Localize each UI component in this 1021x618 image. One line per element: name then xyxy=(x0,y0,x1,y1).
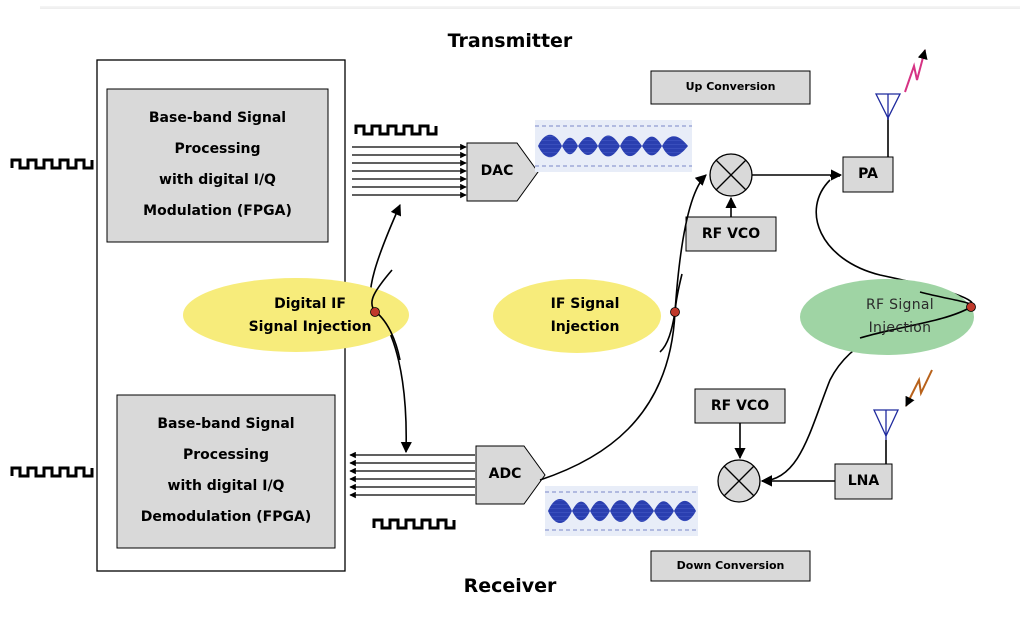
adc-block xyxy=(475,445,546,505)
if-injection-line-2: Injection xyxy=(550,319,620,335)
if-junction-dot xyxy=(670,307,680,317)
rx-baseband-line-1: Base-band Signal xyxy=(157,416,295,432)
pulse-train-rx-digital xyxy=(372,518,456,530)
down-conversion-box xyxy=(650,550,811,582)
lna-box xyxy=(834,463,893,500)
tx-baseband-line-3: with digital I/Q xyxy=(159,172,276,188)
receiver-title: Receiver xyxy=(463,575,557,597)
digital-if-injection-label: Digital IF Signal Injection xyxy=(230,293,390,339)
tx-antenna-icon xyxy=(874,93,902,120)
rx-mixer xyxy=(717,459,761,503)
pa-label: PA xyxy=(858,166,878,182)
rf-junction-dot xyxy=(966,302,976,312)
if-injection-line-1: IF Signal xyxy=(550,296,620,312)
dac-label: DAC xyxy=(480,163,514,179)
rx-baseband-line-4: Demodulation (FPGA) xyxy=(140,509,312,525)
rx-baseband-line-2: Processing xyxy=(182,447,270,463)
tx-baseband-label: Base-band Signal Processing with digital… xyxy=(107,103,328,227)
digital-if-injection-line-1: Digital IF xyxy=(274,296,346,312)
tx-baseband-line-1: Base-band Signal xyxy=(148,110,287,126)
down-conversion-label: Down Conversion xyxy=(676,559,785,572)
tx-rf-vco-box xyxy=(685,216,777,252)
tx-lightning-icon xyxy=(904,49,928,93)
rx-baseband-line-3: with digital I/Q xyxy=(167,478,285,494)
rf-injection-label: RF Signal Injection xyxy=(835,294,965,340)
tx-baseband-box xyxy=(106,88,329,243)
digital-if-junction-dot xyxy=(370,307,380,317)
tx-if-waveform xyxy=(535,120,692,172)
rx-digital-bus xyxy=(349,451,475,499)
rf-injection-ellipse xyxy=(800,279,974,355)
lna-label: LNA xyxy=(847,473,880,489)
digital-if-injection-ellipse xyxy=(183,278,409,352)
transmitter-title: Transmitter xyxy=(447,30,573,52)
rf-injection-line-1: RF Signal xyxy=(866,297,934,313)
up-conversion-label: Up Conversion xyxy=(685,80,776,93)
rx-rf-vco-box xyxy=(694,388,786,424)
top-divider xyxy=(40,6,1020,9)
rx-antenna-icon xyxy=(872,409,900,440)
tx-mixer xyxy=(709,153,753,197)
tx-baseband-line-2: Processing xyxy=(174,141,261,157)
if-injection-ellipse xyxy=(493,279,661,353)
pa-box xyxy=(842,156,894,193)
rf-injection-line-2: Injection xyxy=(868,320,932,336)
tx-baseband-line-4: Modulation (FPGA) xyxy=(143,203,292,219)
adc-label: ADC xyxy=(488,466,522,482)
rx-if-waveform xyxy=(545,486,698,536)
pulse-train-tx-input xyxy=(10,158,94,170)
tx-digital-bus xyxy=(352,143,467,199)
dac-block xyxy=(466,142,539,202)
up-conversion-box xyxy=(650,70,811,105)
rx-baseband-box xyxy=(116,394,336,549)
signal-path-arrows xyxy=(369,118,974,487)
rx-lightning-icon xyxy=(905,369,933,407)
rx-rf-vco-label: RF VCO xyxy=(710,398,770,414)
if-injection-label: IF Signal Injection xyxy=(520,293,650,339)
pulse-train-rx-output xyxy=(10,466,94,478)
tx-rf-vco-label: RF VCO xyxy=(701,226,761,242)
pulse-train-tx-digital xyxy=(354,124,438,136)
rx-baseband-label: Base-band Signal Processing with digital… xyxy=(117,409,335,533)
digital-if-injection-line-2: Signal Injection xyxy=(248,319,372,335)
